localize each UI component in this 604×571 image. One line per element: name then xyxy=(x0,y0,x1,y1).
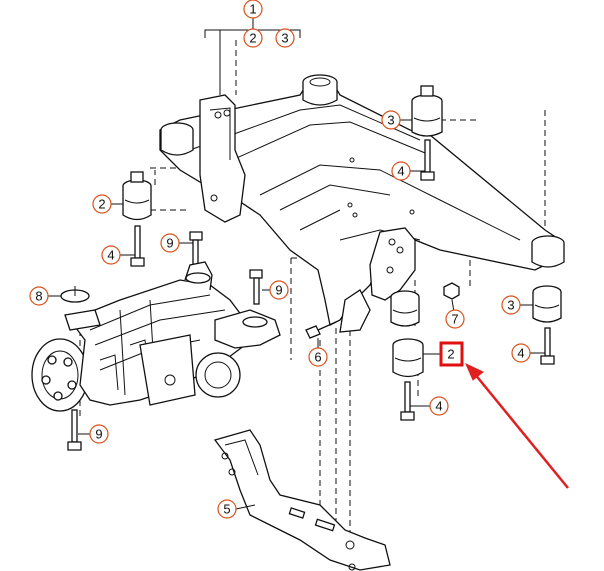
callout-bushing-highlighted: 2 xyxy=(439,341,464,367)
bolt-left xyxy=(130,225,145,267)
differential-unit xyxy=(31,261,281,412)
bolt-lower xyxy=(400,381,415,421)
callout-bushing-upper-right: 3 xyxy=(381,110,401,130)
callout-label: 4 xyxy=(107,248,114,263)
bushing-highlighted xyxy=(392,338,424,378)
callout-bushing-right: 3 xyxy=(501,295,521,315)
callout-label: 2 xyxy=(249,31,256,46)
cap xyxy=(60,286,90,303)
callout-label: 1 xyxy=(249,2,256,17)
bracket xyxy=(213,429,391,571)
callout-top-3: 3 xyxy=(275,28,295,48)
bushing-center-upper xyxy=(390,290,420,327)
bolt-6 xyxy=(305,321,337,339)
callout-label: 9 xyxy=(95,427,102,442)
callout-label: 2 xyxy=(447,347,454,362)
bolt-mid xyxy=(189,231,203,266)
callout-bolt-bottom-left: 9 xyxy=(89,424,109,444)
pointer-arrow xyxy=(465,362,569,489)
callout-label: 4 xyxy=(517,346,524,361)
callout-bolt-left: 4 xyxy=(101,245,121,265)
callout-label: 7 xyxy=(451,312,458,327)
callout-nut: 7 xyxy=(445,309,465,329)
callout-label: 3 xyxy=(281,31,288,46)
nut xyxy=(443,282,460,300)
callout-bracket: 5 xyxy=(217,499,237,519)
highlight-box xyxy=(439,341,464,367)
bolt-upper-right xyxy=(420,139,435,181)
callout-label: 4 xyxy=(435,399,442,414)
callout-bolt-6: 6 xyxy=(308,347,328,367)
bolt-center xyxy=(249,269,263,305)
callout-top-1: 1 xyxy=(243,0,263,19)
callout-bushing-left: 2 xyxy=(92,194,112,214)
callout-label: 8 xyxy=(35,289,42,304)
callout-label: 9 xyxy=(166,236,173,251)
callout-bolt-upper-right: 4 xyxy=(391,161,411,181)
leader-lines xyxy=(48,119,545,510)
callout-top-2: 2 xyxy=(243,28,263,48)
callout-bolt-center: 9 xyxy=(269,280,289,300)
bushing-left xyxy=(122,171,152,221)
callout-label: 3 xyxy=(507,298,514,313)
callout-bolt-lower: 4 xyxy=(429,396,449,416)
subframe-crossmember xyxy=(159,74,565,333)
bolt-bottom-left xyxy=(67,409,82,451)
bushing-right xyxy=(532,285,562,323)
bolt-right xyxy=(540,327,555,365)
callout-label: 5 xyxy=(223,502,230,517)
callout-label: 9 xyxy=(275,283,282,298)
callout-label: 6 xyxy=(314,350,321,365)
callout-bolt-mid: 9 xyxy=(160,233,180,253)
bushing-upper-right xyxy=(411,85,443,137)
callout-label: 4 xyxy=(397,164,404,179)
callout-label: 2 xyxy=(98,197,105,212)
callout-cap: 8 xyxy=(29,286,49,306)
callout-bolt-right: 4 xyxy=(511,343,531,363)
callout-label: 3 xyxy=(387,113,394,128)
